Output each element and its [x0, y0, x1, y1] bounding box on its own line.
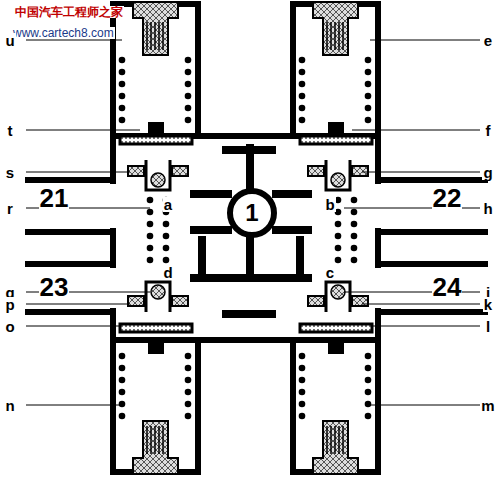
spring-coil — [299, 105, 306, 112]
callout-letter: e — [483, 33, 493, 48]
spring-coil — [351, 257, 358, 264]
spring-coil — [119, 353, 126, 360]
spring-coil — [351, 209, 358, 216]
callout-letter: d — [162, 265, 173, 280]
callout-letter: m — [480, 398, 495, 413]
spring-coil — [365, 57, 372, 64]
spring-coil — [365, 389, 372, 396]
spring-coil — [299, 57, 306, 64]
spring-coil — [299, 81, 306, 88]
spring-coil — [185, 117, 192, 124]
spring-coil — [299, 93, 306, 100]
spring-coil — [147, 209, 154, 216]
spring-coil — [119, 57, 126, 64]
spring-coil — [163, 257, 170, 264]
spring-coil — [299, 413, 306, 420]
spring-coil — [163, 221, 170, 228]
spring-coil — [299, 353, 306, 360]
watermark: 中国汽车工程师之家 — [14, 6, 124, 18]
spring-coil — [365, 69, 372, 76]
spring-coil — [119, 69, 126, 76]
callout-letter: h — [482, 201, 493, 216]
spring-coil — [119, 389, 126, 396]
spring-coil — [365, 81, 372, 88]
spring-coil — [299, 117, 306, 124]
spring-coil — [119, 105, 126, 112]
spring-coil — [147, 245, 154, 252]
spring-coil — [335, 233, 342, 240]
spring-coil — [351, 245, 358, 252]
callout-letter: r — [6, 201, 14, 216]
spring-coil — [185, 389, 192, 396]
spring-coil — [365, 377, 372, 384]
spring-coil — [299, 69, 306, 76]
spring-coil — [185, 365, 192, 372]
spring-coil — [185, 413, 192, 420]
spring-coil — [365, 93, 372, 100]
callout-letter: n — [4, 398, 15, 413]
spring-coil — [335, 209, 342, 216]
spring-coil — [365, 105, 372, 112]
spring-coil — [299, 365, 306, 372]
spring-coil — [299, 389, 306, 396]
watermark: www.cartech8.com — [12, 27, 115, 39]
spring-coil — [185, 105, 192, 112]
callout-letter: g — [482, 165, 493, 180]
spring-coil — [365, 401, 372, 408]
spring-coil — [185, 377, 192, 384]
spring-coil — [335, 257, 342, 264]
spring-coil — [163, 245, 170, 252]
spring-coil — [119, 93, 126, 100]
callout-letter: f — [485, 123, 492, 138]
spring-coil — [147, 257, 154, 264]
spring-coil — [185, 81, 192, 88]
callout-letter: l — [485, 319, 491, 334]
spring-coil — [185, 57, 192, 64]
spring-coil — [351, 221, 358, 228]
spring-coil — [365, 365, 372, 372]
callout-letter: u — [4, 33, 15, 48]
spring-coil — [119, 401, 126, 408]
port-number: 22 — [432, 185, 463, 211]
spring-coil — [365, 353, 372, 360]
spring-coil — [299, 401, 306, 408]
port-number: 21 — [39, 185, 70, 211]
spring-coil — [335, 197, 342, 204]
spring-coil — [185, 93, 192, 100]
spring-coil — [147, 197, 154, 204]
spring-coil — [185, 353, 192, 360]
spring-coil — [335, 221, 342, 228]
spring-coil — [185, 69, 192, 76]
spring-coil — [147, 233, 154, 240]
callout-letter: b — [324, 197, 335, 212]
port-number: 1 — [245, 201, 258, 225]
port-number: 23 — [39, 274, 70, 300]
spring-coil — [365, 413, 372, 420]
port-circle: 1 — [230, 191, 274, 235]
spring-coil — [163, 233, 170, 240]
callout-letter: k — [483, 297, 493, 312]
spring-coil — [119, 117, 126, 124]
callout-letter: c — [325, 265, 335, 280]
spring-coil — [351, 197, 358, 204]
spring-coil — [365, 117, 372, 124]
port-number: 24 — [432, 274, 463, 300]
spring-coil — [185, 401, 192, 408]
callout-letter: p — [4, 297, 15, 312]
spring-coil — [335, 245, 342, 252]
spring-coil — [119, 377, 126, 384]
spring-coil — [119, 365, 126, 372]
spring-coil — [119, 81, 126, 88]
spring-coil — [147, 221, 154, 228]
callout-letter: o — [4, 319, 15, 334]
callout-letter: a — [163, 197, 173, 212]
callout-letter: t — [7, 123, 14, 138]
spring-coil — [299, 377, 306, 384]
spring-coil — [351, 233, 358, 240]
callout-letter: s — [5, 165, 15, 180]
spring-coil — [119, 413, 126, 420]
